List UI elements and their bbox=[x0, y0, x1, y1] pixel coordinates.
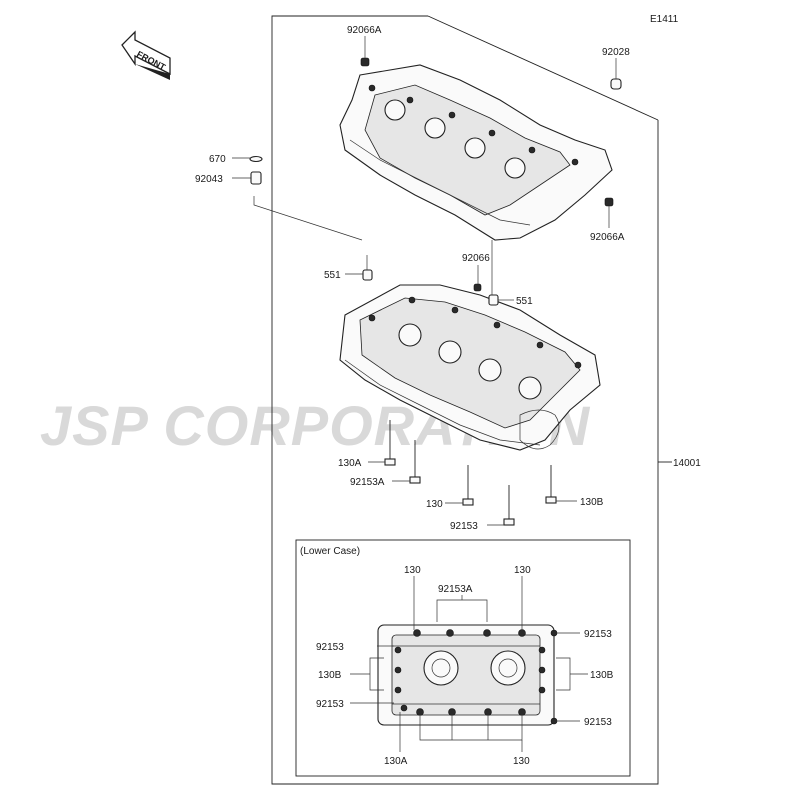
bolt-130B bbox=[545, 465, 557, 504]
inset-label-130A: 130A bbox=[384, 756, 408, 767]
upper-crankcase bbox=[339, 64, 613, 241]
part-92066 bbox=[473, 283, 482, 292]
label-92066A-right: 92066A bbox=[590, 232, 625, 243]
label-130: 130 bbox=[426, 499, 443, 510]
diagram-code: E1411 bbox=[650, 14, 679, 25]
part-92066A-right bbox=[604, 197, 614, 207]
part-92043 bbox=[250, 171, 262, 185]
bolt-92153 bbox=[503, 485, 515, 526]
inset-leader-lines bbox=[350, 576, 588, 752]
inset-label-92153-upper-left: 92153 bbox=[316, 642, 344, 653]
inset-label-92153-upper-right: 92153 bbox=[584, 629, 612, 640]
label-92153A: 92153A bbox=[350, 477, 385, 488]
inset-label-130-bottom: 130 bbox=[513, 756, 530, 767]
label-92043: 92043 bbox=[195, 174, 223, 185]
inset-lower-case: (Lower Case) bbox=[295, 539, 631, 777]
inset-label-130-top-left: 130 bbox=[404, 565, 421, 576]
lower-crankcase bbox=[339, 284, 601, 451]
inset-label-92153-lower-left: 92153 bbox=[316, 699, 344, 710]
label-92153: 92153 bbox=[450, 521, 478, 532]
label-92066A-top: 92066A bbox=[347, 25, 382, 36]
part-670-oring bbox=[249, 155, 263, 163]
part-551-right bbox=[488, 294, 499, 306]
assembly-frame bbox=[271, 15, 672, 785]
bolt-130 bbox=[462, 465, 474, 506]
label-670: 670 bbox=[209, 154, 226, 165]
part-92028 bbox=[610, 78, 622, 90]
inset-label-130-top-right: 130 bbox=[514, 565, 531, 576]
front-arrow-icon: FRONT bbox=[121, 30, 171, 80]
inset-label-130B-left: 130B bbox=[318, 670, 342, 681]
assembly-part-label: 14001 bbox=[673, 458, 701, 469]
label-130A: 130A bbox=[338, 458, 362, 469]
part-551-left bbox=[362, 269, 373, 281]
inset-bolt-heads bbox=[394, 629, 558, 725]
inset-label-92153-lower-right: 92153 bbox=[584, 717, 612, 728]
label-92066: 92066 bbox=[462, 253, 490, 264]
part-92066A-top bbox=[360, 57, 370, 67]
inset-label-130B-right: 130B bbox=[590, 670, 614, 681]
label-92028: 92028 bbox=[602, 47, 630, 58]
bolt-92153A bbox=[409, 440, 421, 484]
label-130B: 130B bbox=[580, 497, 604, 508]
inset-label-92153A: 92153A bbox=[438, 584, 473, 595]
label-551-right: 551 bbox=[516, 296, 533, 307]
label-551-left: 551 bbox=[324, 270, 341, 281]
leader-lines bbox=[232, 36, 617, 526]
inset-title: (Lower Case) bbox=[300, 546, 360, 557]
